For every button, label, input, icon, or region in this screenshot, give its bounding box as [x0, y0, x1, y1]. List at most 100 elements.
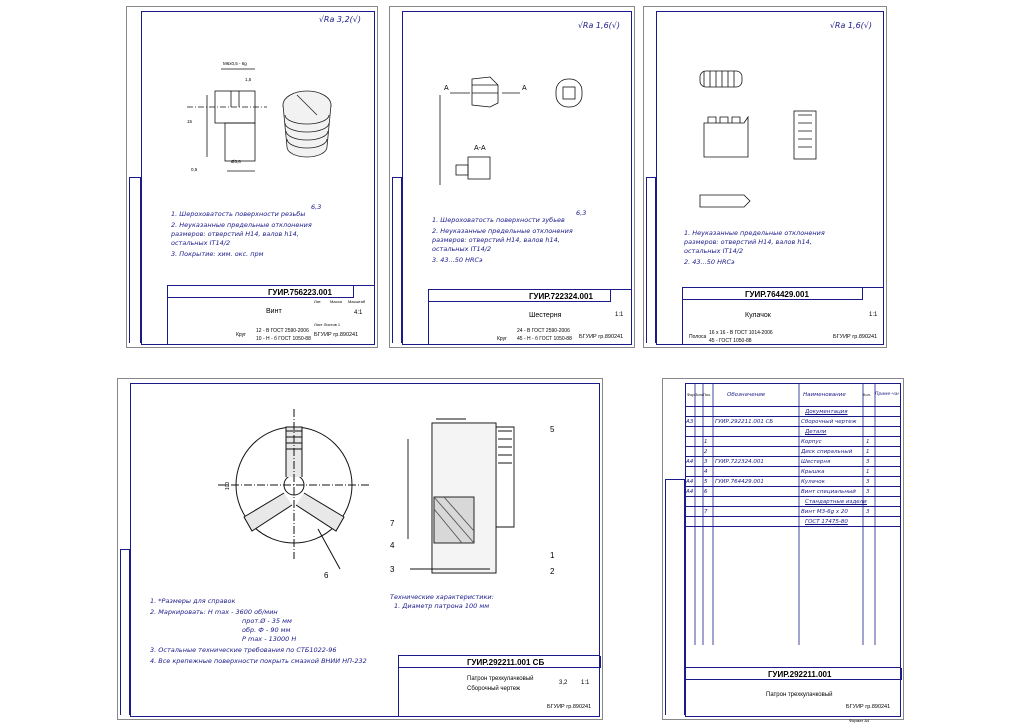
technical-notes: 1. *Размеры для справок 2. Маркировать: …: [150, 597, 367, 668]
col-format: Формат: [687, 392, 695, 397]
note-line: 1. Шероховатость поверхности резьбы: [171, 210, 306, 218]
dim-label: 1,5: [245, 77, 252, 82]
screw-drawing: [187, 68, 332, 172]
spec-table: Формат Зона Поз. Обозначение Наименовани…: [685, 383, 901, 645]
col-pos: Поз.: [703, 392, 711, 397]
note-line: остальных IT14/2: [432, 245, 492, 253]
material-label: Полоса: [689, 334, 707, 340]
spec-format: А4: [686, 489, 694, 495]
sheet-info: Лист Листов 1: [314, 322, 341, 327]
drawing-sheet-2: √Ra 1,6(√) A A A-A 6,3 1. Шероховатость …: [389, 6, 635, 348]
note-line: 4. Все крепежные поверхности покрыть сма…: [150, 657, 367, 665]
note-line: 2. Маркировать: Н max - 3600 об/мин: [150, 608, 278, 616]
spec-name: Стандартные изделия: [805, 499, 867, 505]
spec-designation: ГУИР.722324.001: [715, 459, 764, 465]
note-line: 1. Шероховатость поверхности зубьев: [432, 216, 565, 224]
dim-label: 100: [225, 481, 232, 491]
material-line: 16 х 16 - В ГОСТ 1014-2006: [709, 330, 773, 336]
spec-designation: ГУИР.292211.001 СБ: [715, 419, 774, 425]
material-line: 45 - ГОСТ 1050-88: [709, 338, 752, 344]
spec-row: Стандартные изделия: [685, 497, 901, 507]
spec-designation: ГУИР.764429.001: [715, 479, 764, 485]
note-line: размеров: отверстий Н14, валов h14,: [432, 236, 560, 244]
scale-value: 1:1: [869, 312, 878, 318]
drawing-code: ГУИР.292211.001: [768, 670, 832, 679]
mass-value: 3,2: [559, 680, 568, 686]
col-zone: Зона: [695, 392, 703, 397]
note-line: 1. *Размеры для справок: [150, 597, 236, 605]
assembly-subtitle: Сборочный чертеж: [467, 686, 521, 692]
note-line: 3. Покрытие: хим. окс. прм: [171, 250, 264, 258]
note-line: остальных IT14/2: [684, 247, 744, 255]
spec-qty: 1: [866, 439, 870, 445]
title-block: ГУИР.756223.001 Винт Лит. Масса Масштаб …: [167, 285, 375, 345]
note-line: P max - 13000 Н: [242, 635, 297, 643]
section-title: A-A: [474, 145, 486, 152]
group-label: БГУИР гр.890241: [579, 334, 624, 340]
spec-row: 7 Винт М3-6g x 20 3: [685, 507, 901, 517]
drawing-sheet-3: √Ra 1,6(√) 1. Неуказанные предельные отк…: [643, 6, 887, 348]
technical-notes: 1. Неуказанные предельные отклонения раз…: [684, 229, 825, 269]
note-line: 2. 43...50 HRCэ: [684, 258, 735, 266]
note-line: остальных IT14/2: [171, 239, 231, 247]
spec-qty: 3: [866, 459, 870, 465]
part-name: Шестерня: [529, 312, 562, 319]
spec-position: 5: [704, 479, 708, 485]
note-line: 2. Неуказанные предельные отклонения: [171, 221, 312, 229]
spec-name: Винт специальный: [801, 489, 856, 495]
group-label: БГУИР гр.890241: [547, 704, 592, 710]
material-line: 10 - Н - б ГОСТ 1050-88: [256, 336, 311, 342]
note-line: 3. 43...50 HRCэ: [432, 256, 483, 264]
dim-label: 15: [187, 119, 193, 124]
spec-row: Детали: [685, 427, 901, 437]
group-label: БГУИР гр.890241: [314, 332, 359, 338]
spec-position: 7: [704, 509, 708, 515]
title-block: ГУИР.764429.001 Кулачок 1:1 Полоса 16 х …: [682, 287, 884, 345]
spec-qty: 3: [866, 509, 870, 515]
gear-drawing: [439, 76, 583, 185]
format-footer: Формат А4: [849, 718, 870, 723]
drawing-code: ГУИР.764429.001: [745, 290, 809, 299]
spec-name: Винт М3-6g x 20: [801, 509, 848, 515]
scale-value: 1:1: [581, 680, 590, 686]
spec-name: Сборочный чертеж: [801, 419, 857, 425]
spec-name: Детали: [805, 429, 827, 435]
spec-name: Кулачок: [801, 479, 825, 485]
spec-name: Корпус: [801, 439, 822, 445]
callout-number: 1: [550, 551, 555, 560]
note-line: 2. Неуказанные предельные отклонения: [432, 227, 573, 235]
spec-row: Документация: [685, 407, 901, 417]
col-scale: Масштаб: [348, 299, 366, 304]
spec-qty: 1: [866, 449, 870, 455]
group-label: БГУИР гр.890241: [846, 704, 891, 710]
title-block: ГУИР.292211.001 СБ Патрон трехкулачковый…: [398, 655, 601, 717]
spec-name: Диск спиральный: [801, 449, 853, 455]
spec-name: ГОСТ 17475-80: [805, 519, 848, 525]
roughness-mark: √Ra 3,2(√): [318, 15, 361, 24]
assembly-name: Патрон трехкулачковый: [766, 692, 833, 698]
callout-number: 5: [550, 425, 555, 434]
roughness-mark: √Ra 1,6(√): [577, 21, 620, 30]
technical-notes: 1. Шероховатость поверхности резьбы 2. Н…: [171, 210, 312, 261]
section-mark: A: [522, 85, 527, 92]
col-designation: Обозначение: [727, 392, 766, 398]
material-line: 12 - В ГОСТ 2590-2006: [256, 328, 309, 334]
title-block: ГУИР.292211.001 Патрон трехкулачковый БГ…: [685, 667, 902, 717]
note-superscript: 6,3: [576, 209, 587, 217]
group-label: БГУИР гр.890241: [833, 334, 878, 340]
drawing-code: ГУИР.756223.001: [268, 288, 332, 297]
part-name: Винт: [266, 308, 282, 315]
specification-sheet: Формат Зона Поз. Обозначение Наименовани…: [662, 378, 904, 723]
spec-format: А4: [686, 459, 694, 465]
dim-label: Ø3,6: [231, 159, 241, 164]
col-lit: Лит.: [314, 299, 322, 304]
note-superscript: 6,3: [311, 203, 322, 211]
chuck-section-view: [407, 418, 515, 574]
part-name: Кулачок: [745, 312, 771, 319]
note-line: обр. Ф - 90 мм: [242, 626, 291, 634]
